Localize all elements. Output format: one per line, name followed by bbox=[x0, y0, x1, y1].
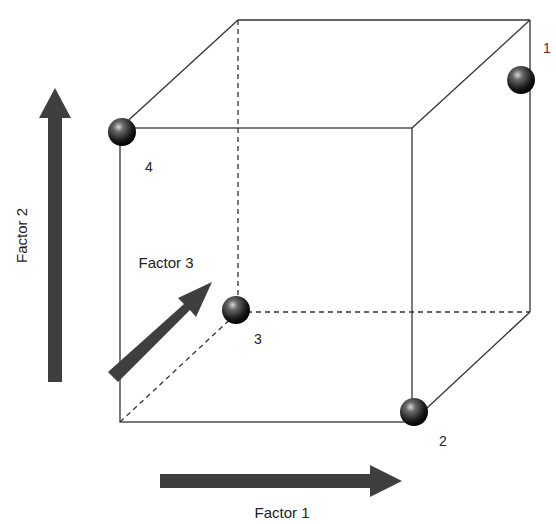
axis-label: Factor 1 bbox=[254, 505, 309, 520]
axis-label: Factor 2 bbox=[15, 207, 30, 262]
callout-number: 2 bbox=[439, 434, 447, 448]
callout-number: 3 bbox=[254, 332, 262, 346]
factor-arrow bbox=[160, 465, 402, 497]
design-point bbox=[108, 118, 136, 146]
design-point bbox=[507, 66, 535, 94]
axis-label: Factor 3 bbox=[138, 255, 193, 270]
factor-arrow bbox=[39, 88, 71, 382]
factor-arrow bbox=[108, 282, 212, 382]
design-point bbox=[222, 296, 250, 324]
callout-number: 1 bbox=[543, 41, 551, 55]
callout-number: 4 bbox=[145, 160, 153, 174]
design-point bbox=[400, 398, 428, 426]
